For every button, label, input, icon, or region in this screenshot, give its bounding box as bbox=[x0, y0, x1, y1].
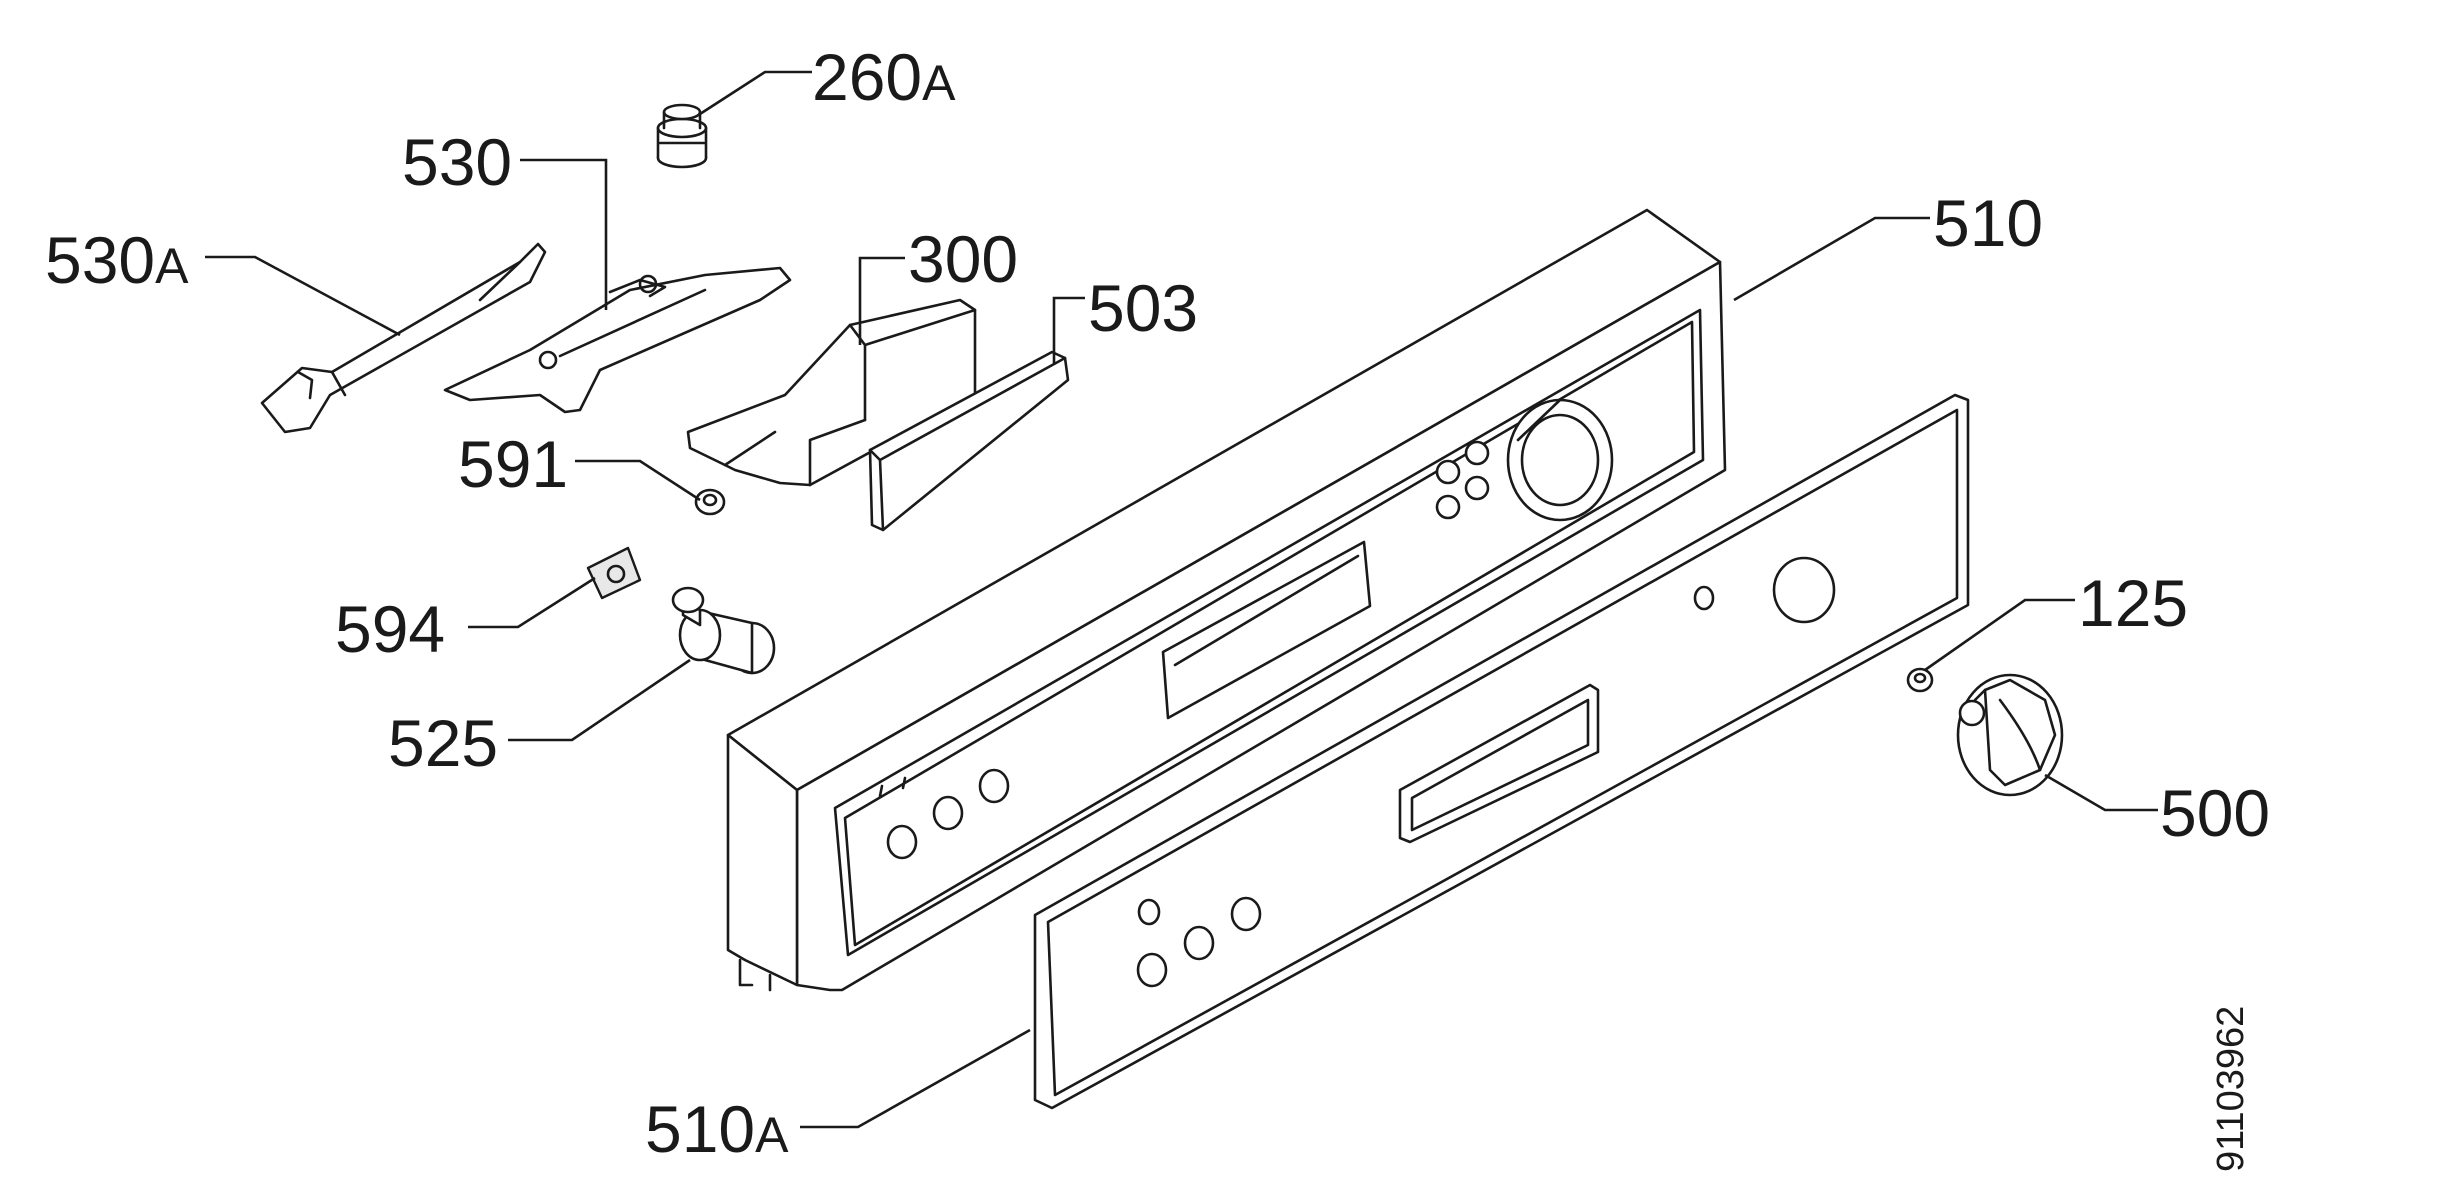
document-number: 91103962 bbox=[2210, 1006, 2252, 1172]
label-530: 530 bbox=[402, 125, 512, 199]
part-525-button bbox=[671, 586, 776, 675]
part-510-panel-frame bbox=[726, 208, 1727, 992]
part-labels: 260A 530 530A 300 503 510 591 594 525 12… bbox=[45, 40, 2270, 1166]
label-510a: 510A bbox=[645, 1092, 789, 1166]
leader-lines bbox=[205, 70, 2158, 1129]
label-300: 300 bbox=[908, 222, 1018, 296]
label-594: 594 bbox=[335, 592, 445, 666]
part-125-nut bbox=[1906, 667, 1934, 693]
part-591-washer bbox=[694, 488, 726, 516]
label-510: 510 bbox=[1933, 186, 2043, 260]
part-530-lever-assembly bbox=[443, 266, 792, 414]
part-500-knob bbox=[1956, 673, 2064, 797]
label-500: 500 bbox=[2160, 776, 2270, 850]
part-503-strip bbox=[868, 350, 1070, 532]
part-510a-front-panel bbox=[1033, 393, 1970, 1110]
part-594-clip bbox=[586, 546, 642, 600]
part-260a-grommet bbox=[656, 103, 708, 169]
label-125: 125 bbox=[2078, 566, 2188, 640]
label-260a: 260A bbox=[812, 40, 956, 114]
part-530a-lever bbox=[260, 242, 547, 434]
label-503: 503 bbox=[1088, 271, 1198, 345]
label-525: 525 bbox=[388, 706, 498, 780]
label-530a: 530A bbox=[45, 223, 189, 297]
label-591: 591 bbox=[458, 427, 568, 501]
